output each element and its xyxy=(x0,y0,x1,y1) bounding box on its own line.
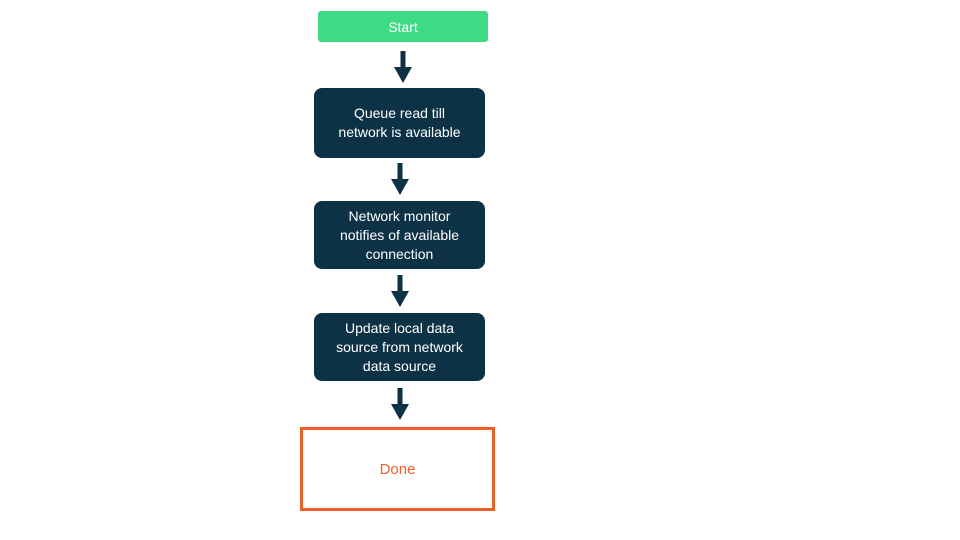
flowchart-node-network-monitor: Network monitor notifies of available co… xyxy=(314,201,485,269)
arrow-down-icon xyxy=(391,163,409,195)
flowchart-node-queue-read: Queue read till network is available xyxy=(314,88,485,158)
arrow-down-icon xyxy=(394,51,412,83)
arrow-down-icon xyxy=(391,275,409,307)
flowchart-node-start: Start xyxy=(318,11,488,42)
arrow-down-icon xyxy=(391,388,409,420)
flowchart-node-done: Done xyxy=(300,427,495,511)
flowchart-node-update-local-data: Update local data source from network da… xyxy=(314,313,485,381)
